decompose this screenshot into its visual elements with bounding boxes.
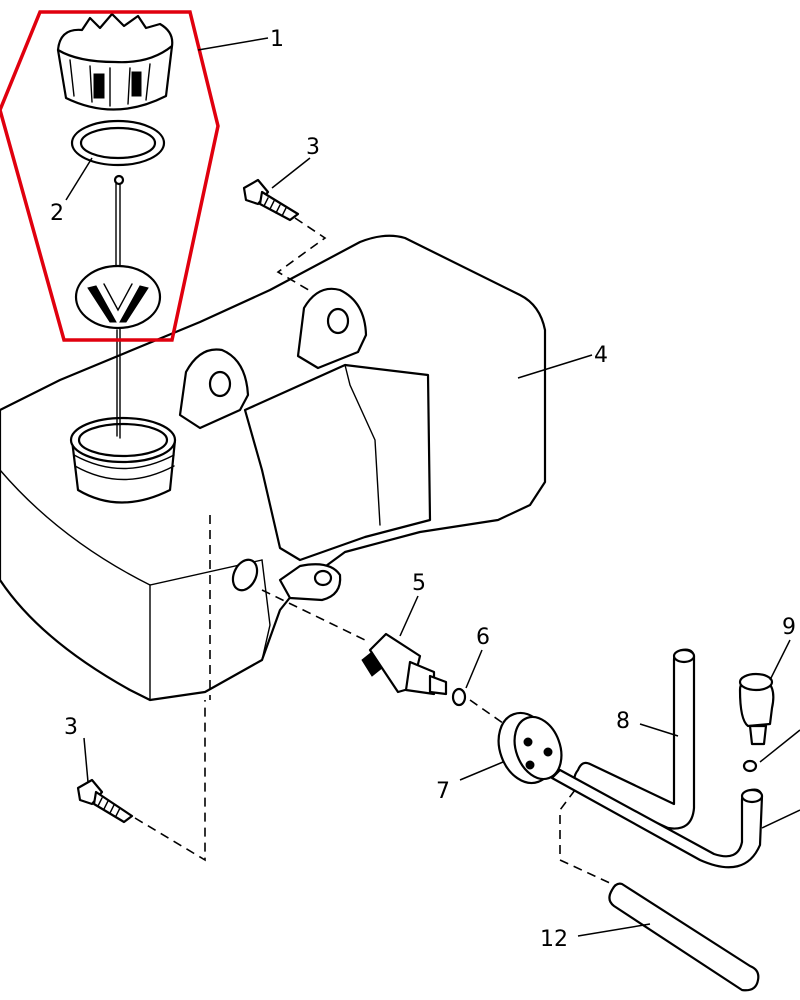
assembly-line-bottom-screw [134, 700, 206, 862]
callout-3-bottom: 3 [64, 715, 78, 740]
assembly-line-hose [559, 789, 626, 891]
callout-6: 6 [476, 625, 490, 650]
tank-raised-section [243, 363, 432, 562]
fuel-cap-assembly [56, 12, 174, 439]
hose-8 [573, 648, 696, 830]
cap-gasket-inner [79, 126, 157, 160]
fuel-cap [56, 12, 174, 111]
callout-1: 1 [270, 27, 284, 52]
callout-2: 2 [50, 201, 64, 226]
assembly-line-washer [469, 699, 511, 729]
washer [451, 687, 467, 707]
filler-neck [69, 416, 177, 504]
small-washer [742, 759, 758, 773]
callout-5: 5 [412, 571, 426, 596]
fuel-tank [0, 234, 547, 702]
callout-9: 9 [782, 615, 796, 640]
fuel-tap [361, 632, 448, 696]
callout-12: 12 [540, 927, 568, 952]
callout-4: 4 [594, 343, 608, 368]
callout-7: 7 [436, 779, 450, 804]
grommet [497, 711, 563, 785]
assembly-line-tap [261, 589, 366, 641]
screw-top [242, 178, 300, 222]
callout-8: 8 [616, 709, 630, 734]
fuel-strainer [74, 174, 162, 330]
callout-labels: 1 2 3 3 4 5 6 7 8 9 12 [50, 27, 796, 952]
tank-side-hole [231, 558, 259, 592]
highlight-outline [0, 10, 220, 342]
hose-12 [608, 882, 760, 992]
screw-bottom [76, 778, 134, 824]
leader-lines [65, 37, 800, 937]
assembly-line-top-screw [276, 217, 327, 293]
callout-3-top: 3 [306, 135, 320, 160]
fitting [738, 672, 775, 746]
